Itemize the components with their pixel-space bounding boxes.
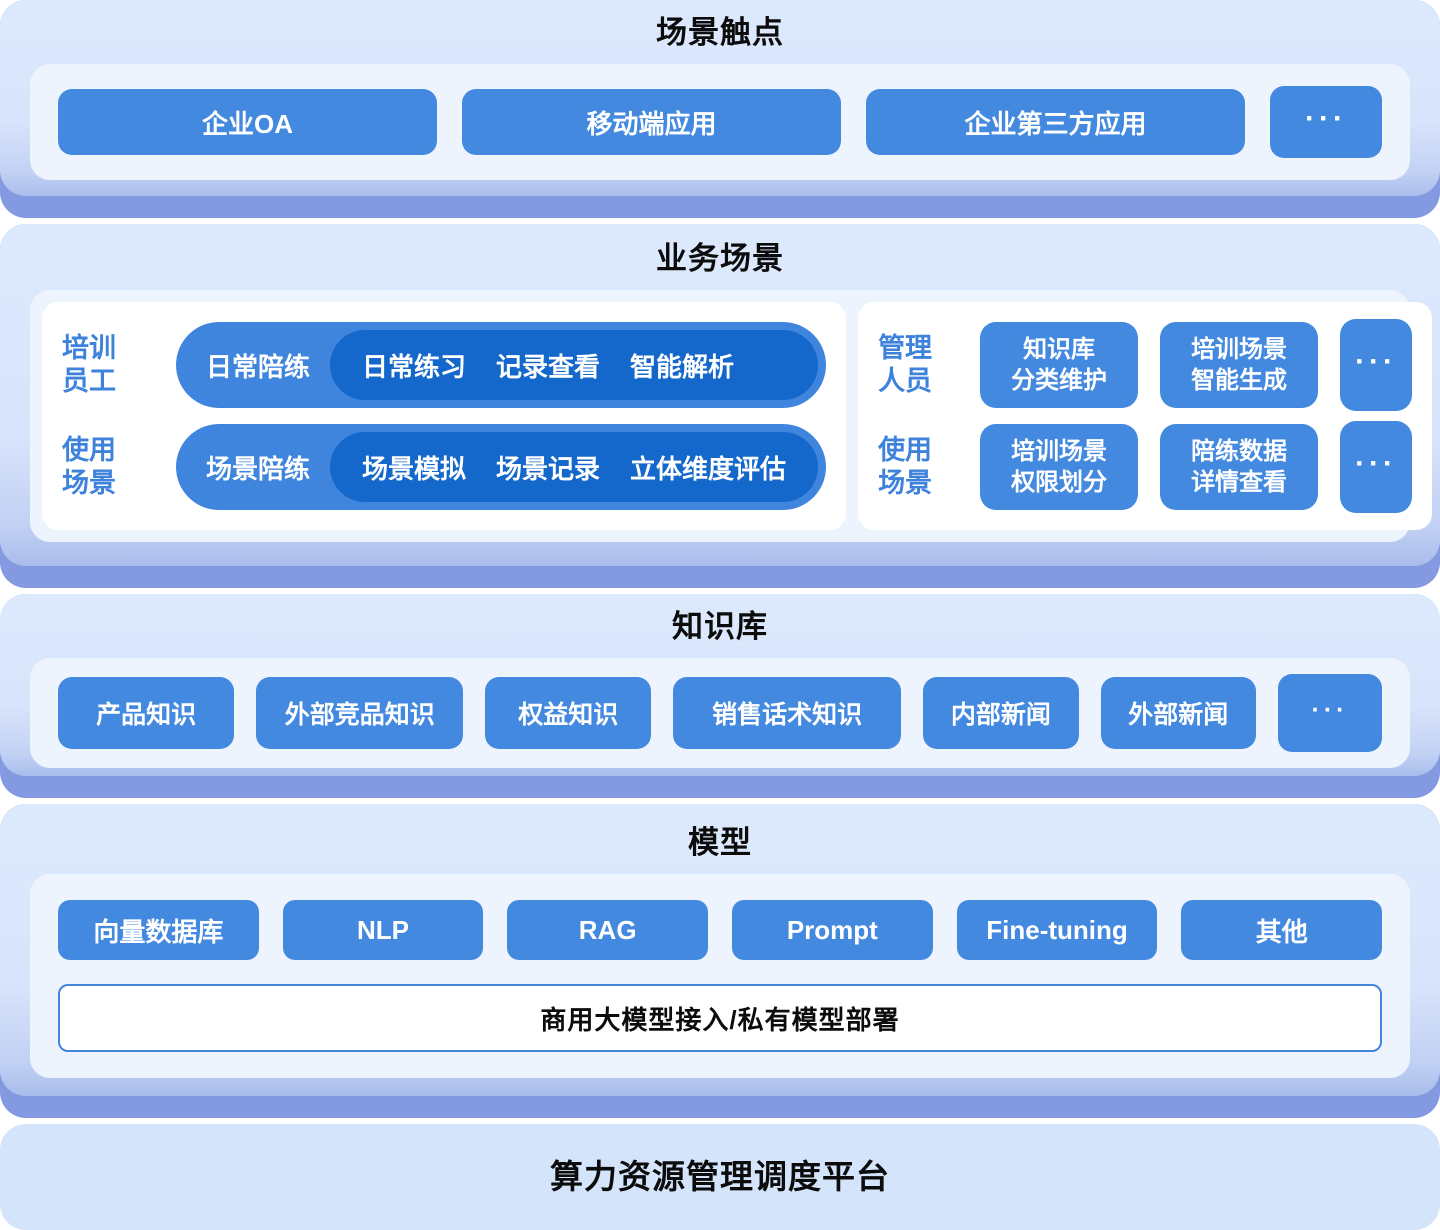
touchpoint-mobile-app: 移动端应用 [462, 89, 841, 155]
internal-news-pill: 内部新闻 [923, 677, 1079, 749]
models-title: 模型 [688, 825, 752, 860]
product-knowledge-pill: 产品知识 [58, 677, 235, 749]
daily-practice-pill: 日常陪练 日常练习 记录查看 智能解析 [176, 322, 827, 408]
usage-right-line1: 使用 [878, 435, 933, 465]
prompt-pill: Prompt [732, 900, 933, 960]
practice-data-line1: 陪练数据 [1191, 438, 1288, 465]
usage-scene-label-right: 使用 场景 [878, 434, 962, 500]
other-models-pill: 其他 [1181, 900, 1383, 960]
kb-category-line1: 知识库 [1023, 336, 1096, 363]
scene-auto-generation-pill: 培训场景 智能生成 [1160, 322, 1319, 408]
layer-models: 模型 向量数据库 NLP RAG Prompt Fine-tuning 其他 商… [0, 804, 1440, 1118]
daily-practice-row: 培训 员工 日常陪练 日常练习 记录查看 智能解析 [62, 322, 827, 408]
external-news-pill: 外部新闻 [1100, 677, 1256, 749]
practice-data-line2: 详情查看 [1191, 469, 1288, 496]
model-pills-row: 向量数据库 NLP RAG Prompt Fine-tuning 其他 [58, 900, 1383, 960]
scene-simulation-item: 场景模拟 [362, 453, 467, 484]
scene-record-item: 场景记录 [496, 453, 601, 484]
scene-touchpoints-title: 场景触点 [656, 15, 784, 50]
trainee-label: 培训 员工 [62, 332, 158, 398]
knowledge-base-title: 知识库 [672, 609, 768, 644]
usage-right-line2: 场景 [878, 468, 933, 498]
business-scenes-panel: 培训 员工 日常陪练 日常练习 记录查看 智能解析 [30, 290, 1433, 542]
scene-gen-line1: 培训场景 [1191, 336, 1288, 363]
practice-data-detail-pill: 陪练数据 详情查看 [1160, 424, 1319, 510]
usage-scene-label-left: 使用 场景 [62, 434, 158, 500]
smart-analysis-item: 智能解析 [630, 351, 735, 382]
manager-label: 管理 人员 [878, 332, 962, 398]
knowledge-ellipsis: ··· [1278, 674, 1382, 752]
touchpoints-ellipsis: ··· [1270, 86, 1382, 158]
daily-practice-inner-pill: 日常练习 记录查看 智能解析 [330, 330, 819, 400]
usage-row-ellipsis: ··· [1340, 421, 1413, 513]
layer-knowledge-base: 知识库 产品知识 外部竞品知识 权益知识 销售话术知识 内部新闻 外部新闻 ··… [0, 594, 1440, 798]
manager-row: 管理 人员 知识库 分类维护 培训场景 智能生成 ··· [878, 319, 1413, 411]
scene-permission-line2: 权限划分 [1011, 469, 1108, 496]
touchpoint-enterprise-oa: 企业OA [58, 89, 437, 155]
layer-compute-platform: 算力资源管理调度平台 [0, 1124, 1440, 1230]
scene-practice-inner-pill: 场景模拟 场景记录 立体维度评估 [330, 432, 819, 502]
vector-database-pill: 向量数据库 [58, 900, 259, 960]
knowledge-base-body: 知识库 产品知识 外部竞品知识 权益知识 销售话术知识 内部新闻 外部新闻 ··… [0, 594, 1440, 776]
fine-tuning-pill: Fine-tuning [956, 900, 1158, 960]
nlp-pill: NLP [282, 900, 484, 960]
manager-label-line2: 人员 [878, 366, 933, 396]
manager-row-ellipsis: ··· [1340, 319, 1413, 411]
layer-business-scenes: 业务场景 培训 员工 日常陪练 日常练习 记录查看 智能 [0, 224, 1440, 588]
knowledge-base-panel: 产品知识 外部竞品知识 权益知识 销售话术知识 内部新闻 外部新闻 ··· [30, 658, 1410, 768]
scene-gen-line2: 智能生成 [1191, 367, 1288, 394]
manager-scenes-card: 管理 人员 知识库 分类维护 培训场景 智能生成 ··· [858, 302, 1433, 530]
usage-label-line2: 场景 [62, 468, 116, 498]
layer-scene-touchpoints: 场景触点 企业OA 移动端应用 企业第三方应用 ··· [0, 0, 1440, 218]
business-scenes-body: 业务场景 培训 员工 日常陪练 日常练习 记录查看 智能 [0, 224, 1440, 566]
trainee-label-line1: 培训 [62, 333, 116, 363]
kb-category-maintenance-pill: 知识库 分类维护 [980, 322, 1139, 408]
benefits-knowledge-pill: 权益知识 [485, 677, 652, 749]
trainee-label-line2: 员工 [62, 366, 116, 396]
multi-dimension-eval-item: 立体维度评估 [630, 453, 787, 484]
scene-practice-pill: 场景陪练 场景模拟 场景记录 立体维度评估 [176, 424, 827, 510]
usage-label-line1: 使用 [62, 435, 116, 465]
daily-practice-pill-label: 日常陪练 [206, 351, 311, 382]
scene-permission-pill: 培训场景 权限划分 [980, 424, 1139, 510]
scene-touchpoints-panel: 企业OA 移动端应用 企业第三方应用 ··· [30, 64, 1410, 180]
rag-pill: RAG [507, 900, 709, 960]
models-panel: 向量数据库 NLP RAG Prompt Fine-tuning 其他 商用大模… [30, 874, 1410, 1078]
sales-script-knowledge-pill: 销售话术知识 [673, 677, 902, 749]
touchpoint-third-party-app: 企业第三方应用 [866, 89, 1245, 155]
llm-access-deploy-bar: 商用大模型接入/私有模型部署 [58, 984, 1382, 1052]
trainee-scenes-card: 培训 员工 日常陪练 日常练习 记录查看 智能解析 [42, 302, 847, 530]
kb-category-line2: 分类维护 [1011, 367, 1108, 394]
business-scenes-title: 业务场景 [656, 241, 784, 276]
daily-exercise-item: 日常练习 [362, 351, 467, 382]
scene-touchpoints-body: 场景触点 企业OA 移动端应用 企业第三方应用 ··· [0, 0, 1440, 196]
manager-usage-row: 使用 场景 培训场景 权限划分 陪练数据 详情查看 ··· [878, 421, 1413, 513]
models-body: 模型 向量数据库 NLP RAG Prompt Fine-tuning 其他 商… [0, 804, 1440, 1096]
scene-practice-row: 使用 场景 场景陪练 场景模拟 场景记录 立体维度评估 [62, 424, 827, 510]
scene-practice-pill-label: 场景陪练 [206, 453, 311, 484]
manager-label-line1: 管理 [878, 333, 933, 363]
scene-permission-line1: 培训场景 [1011, 438, 1108, 465]
competitor-knowledge-pill: 外部竞品知识 [256, 677, 464, 749]
compute-platform-title: 算力资源管理调度平台 [550, 1158, 890, 1195]
record-view-item: 记录查看 [496, 351, 601, 382]
